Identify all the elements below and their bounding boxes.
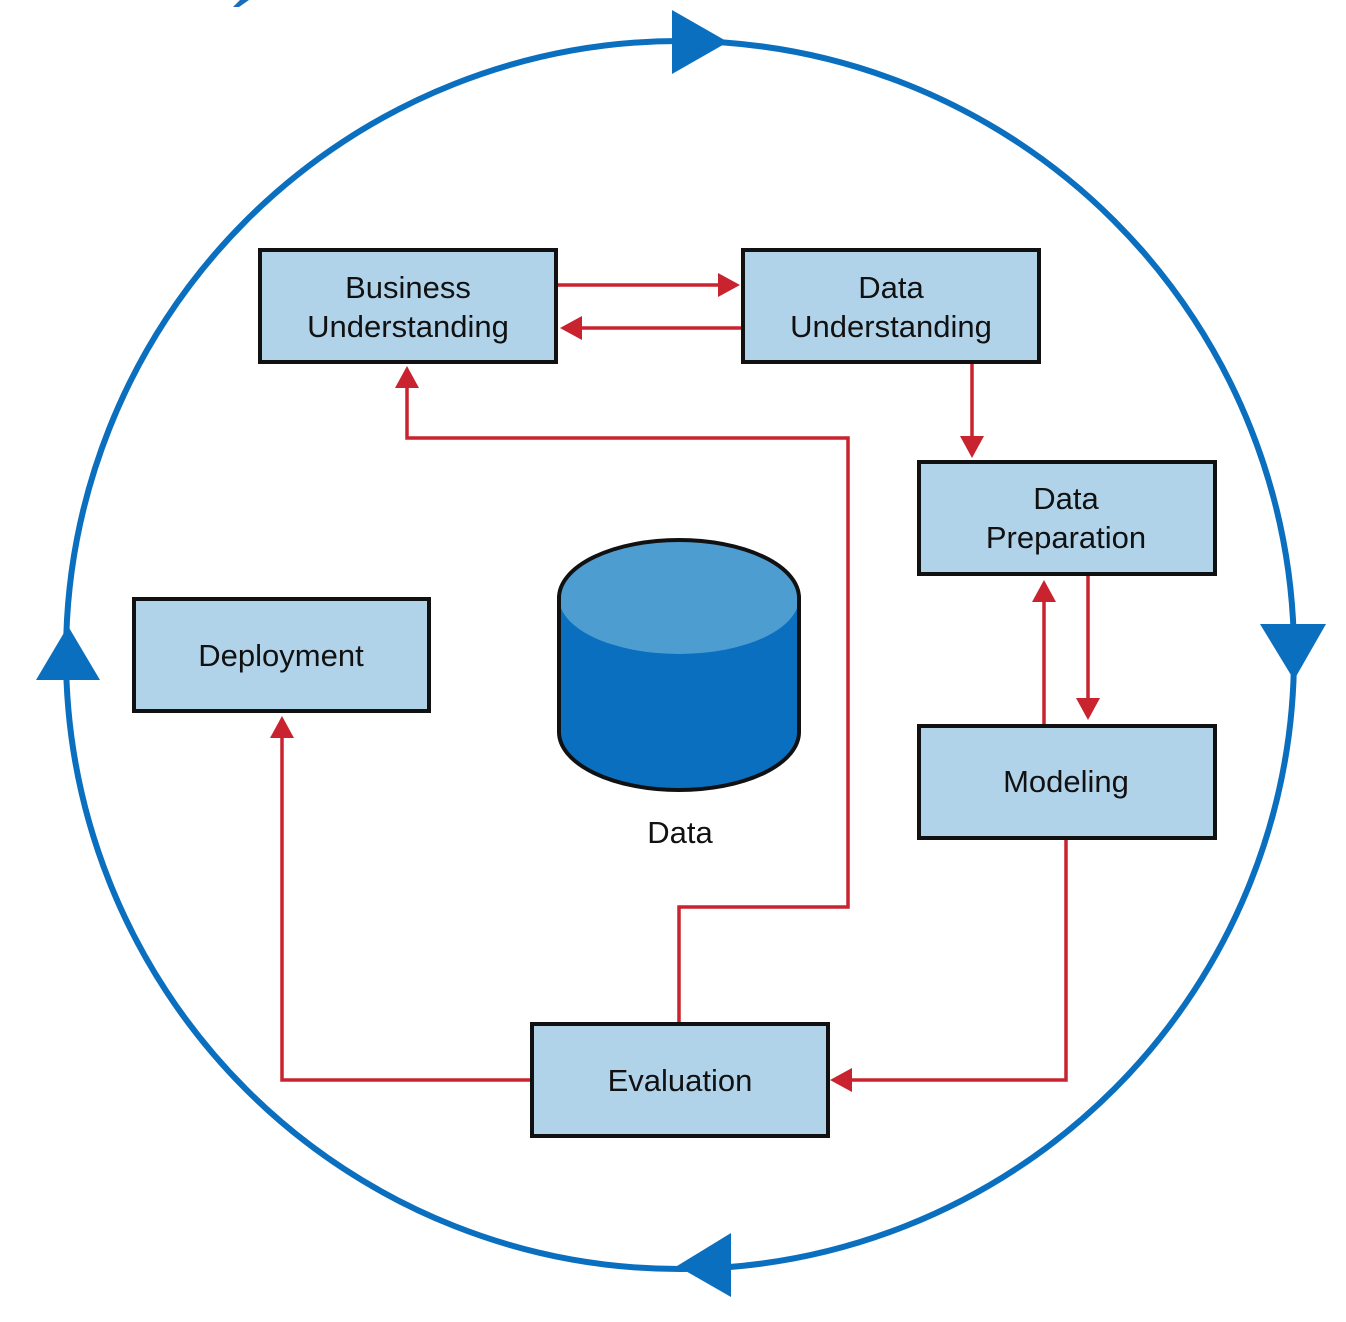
node-label: Deployment bbox=[198, 638, 364, 673]
node-data-understanding: Data Understanding bbox=[741, 248, 1041, 364]
arrowhead-up-icon bbox=[1032, 580, 1056, 602]
node-deployment: Deployment bbox=[132, 597, 431, 713]
node-label: Understanding bbox=[790, 309, 992, 344]
cycle-arrow-bottom-icon bbox=[677, 1233, 731, 1297]
node-business-understanding: Business Understanding bbox=[258, 248, 558, 364]
arrowhead-up-icon bbox=[270, 716, 294, 738]
node-label: Data bbox=[1033, 481, 1099, 516]
node-label: Data bbox=[858, 270, 924, 305]
flow-arrows bbox=[270, 273, 1100, 1092]
database-label: Data bbox=[647, 815, 713, 850]
flow-modeling-to-evaluation bbox=[852, 839, 1068, 1082]
node-label: Preparation bbox=[986, 520, 1146, 555]
arrowhead-right-icon bbox=[718, 273, 740, 297]
node-data-preparation: Data Preparation bbox=[917, 460, 1217, 576]
cylinder-top bbox=[559, 540, 799, 654]
arrowhead-left-icon bbox=[560, 316, 582, 340]
node-label: Modeling bbox=[1003, 764, 1129, 799]
flow-evaluation-to-deployment bbox=[280, 736, 531, 1082]
arrowhead-down-icon bbox=[960, 436, 984, 458]
arrowhead-up-icon bbox=[395, 366, 419, 388]
flow-evaluation-to-business bbox=[405, 388, 850, 1023]
arrowhead-left-icon bbox=[830, 1068, 852, 1092]
outer-cycle bbox=[36, 10, 1326, 1297]
cylinder-outline bbox=[557, 538, 801, 732]
cutoff-title-fragment bbox=[233, 0, 249, 7]
node-evaluation: Evaluation bbox=[530, 1022, 830, 1138]
database-cylinder-icon bbox=[557, 538, 801, 792]
node-label: Business bbox=[345, 270, 471, 305]
cycle-arrow-right-icon bbox=[1260, 624, 1326, 680]
cycle-arrow-left-icon bbox=[36, 626, 100, 680]
node-label: Understanding bbox=[307, 309, 509, 344]
node-label: Evaluation bbox=[608, 1063, 753, 1098]
node-modeling: Modeling bbox=[917, 724, 1217, 840]
arrowhead-down-icon bbox=[1076, 698, 1100, 720]
cycle-arrow-top-icon bbox=[672, 10, 728, 74]
